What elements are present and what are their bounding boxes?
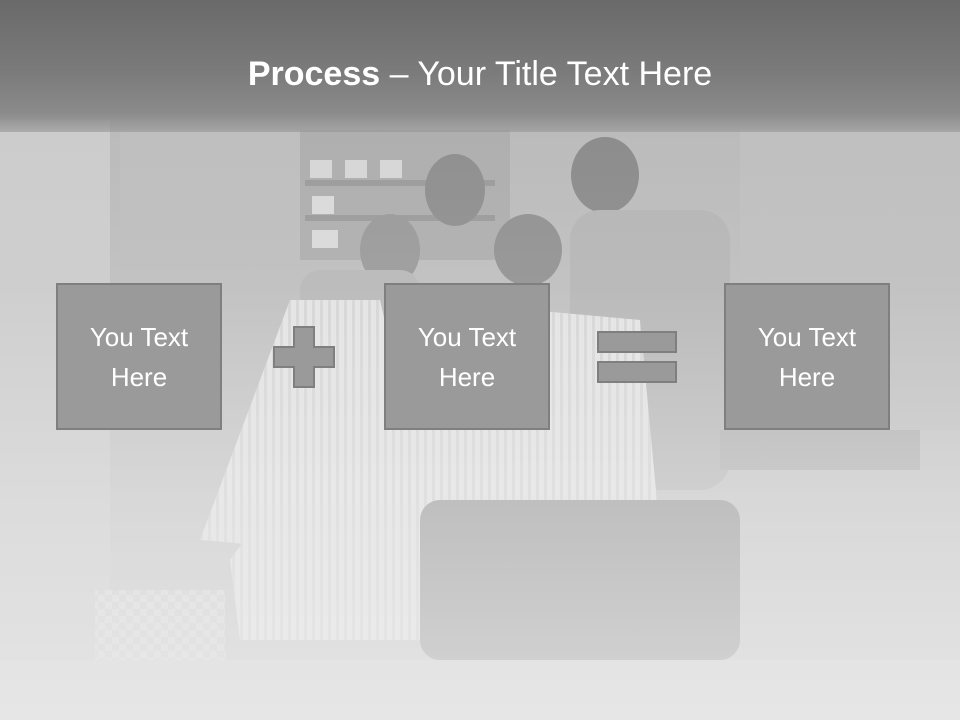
- title-bold-text: Process: [247, 55, 381, 93]
- process-box-1-label: You Text Here: [89, 321, 189, 392]
- process-box-2[interactable]: You Text Here: [384, 283, 550, 430]
- process-box-2-label: You Text Here: [417, 321, 517, 392]
- plus-icon: [273, 326, 335, 388]
- process-box-3-label: You Text Here: [757, 321, 857, 392]
- process-box-3[interactable]: You Text Here: [724, 283, 890, 430]
- title-rest-text: – Your Title Text Here: [380, 55, 713, 93]
- equals-icon: [597, 331, 677, 383]
- slide-title: Process – Your Title Text Here: [0, 52, 960, 96]
- process-box-1[interactable]: You Text Here: [56, 283, 222, 430]
- title-bar: [0, 0, 960, 132]
